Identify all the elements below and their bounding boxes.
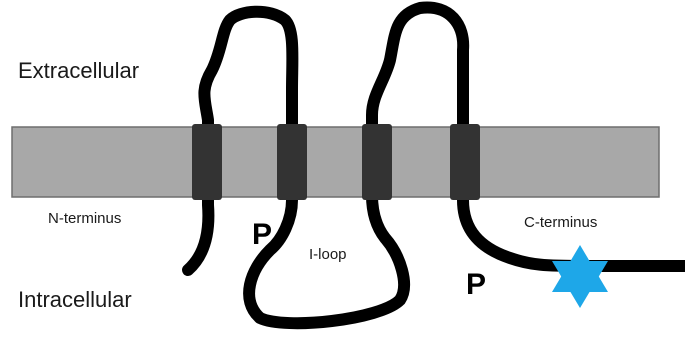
- membrane-bar: [11, 126, 660, 198]
- phosphorylation-site-1: P: [252, 218, 273, 251]
- intracellular-label: Intracellular: [18, 287, 132, 312]
- transmembrane-helix-2: [277, 124, 307, 200]
- transmembrane-helix-1: [192, 124, 222, 200]
- six-point-star-icon: [552, 245, 608, 308]
- transmembrane-helix-4: [450, 124, 480, 200]
- extracellular-label: Extracellular: [18, 58, 140, 83]
- i-loop-label: I-loop: [309, 246, 347, 263]
- c-terminus-label: C-terminus: [524, 214, 598, 231]
- phosphorylation-site-2: P: [466, 268, 487, 301]
- protein-chain: [182, 1, 685, 330]
- transmembrane-helix-3: [362, 124, 392, 200]
- n-terminus-label: N-terminus: [48, 210, 122, 227]
